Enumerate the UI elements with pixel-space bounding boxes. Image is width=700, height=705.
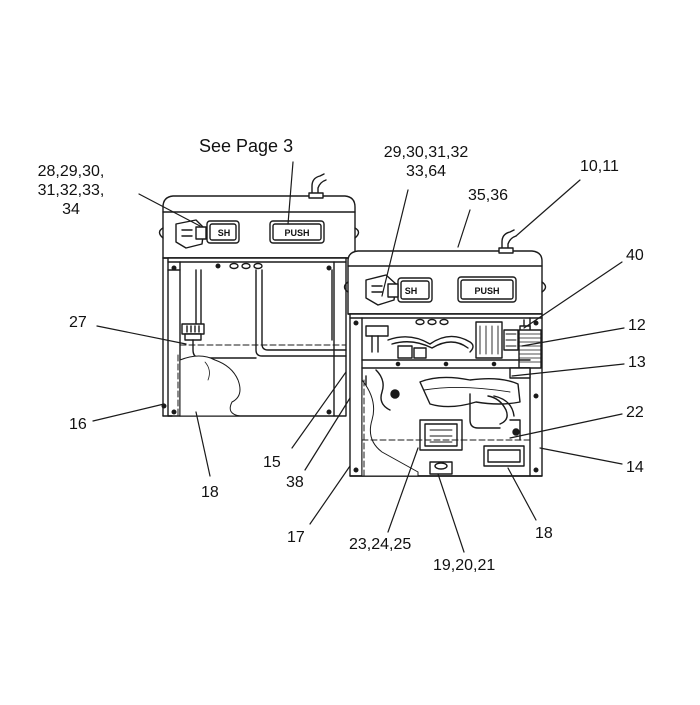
- callout-10: 10,11: [580, 158, 619, 175]
- callout-28-line-1: 28,29,30,: [37, 163, 105, 180]
- right-push-button-label: PUSH: [474, 286, 499, 296]
- callout-40: 40: [626, 247, 644, 264]
- callout-28-line-3: 34: [62, 201, 80, 218]
- callout-14: 14: [626, 459, 644, 476]
- refrigeration-assembly: [419, 376, 525, 475]
- callout-12: 12: [628, 317, 646, 334]
- callout-38: 38: [286, 474, 304, 491]
- svg-text:SH: SH: [218, 228, 231, 238]
- callout-22: 22: [626, 404, 644, 421]
- svg-text:SH: SH: [405, 286, 418, 296]
- left-push-button-label: PUSH: [284, 228, 309, 238]
- callout-16: 16: [69, 416, 87, 433]
- right-upper-compartment: [365, 319, 531, 359]
- leader-lines: [92, 161, 625, 553]
- condenser-fins: [518, 329, 542, 369]
- right-cooler-unit: SH PUSH: [343, 229, 547, 477]
- left-bubbler-icon: [308, 173, 327, 199]
- callout-13: 13: [628, 354, 646, 371]
- callout-23: 23,24,25: [349, 536, 412, 553]
- left-cooler-unit: PUSH SH: [158, 173, 360, 417]
- callout-28-line-2: 31,32,33,: [37, 182, 105, 199]
- callout-18-left: 18: [201, 484, 219, 501]
- callout-29-line-1: 29,30,31,32: [383, 144, 469, 161]
- see-page-label: See Page 3: [199, 136, 294, 156]
- callout-29: 29,30,31,32 33,64: [372, 143, 480, 181]
- callout-17: 17: [287, 529, 305, 546]
- callout-19: 19,20,21: [433, 557, 496, 574]
- callout-28: 28,29,30, 31,32,33, 34: [28, 162, 114, 219]
- right-bubbler-icon: [498, 229, 517, 254]
- callout-35: 35,36: [468, 187, 509, 204]
- callout-29-line-2: 33,64: [405, 163, 447, 180]
- callout-18-right: 18: [535, 525, 553, 542]
- callout-15: 15: [263, 454, 281, 471]
- callout-27: 27: [69, 314, 87, 331]
- left-valve-assembly: [175, 219, 207, 249]
- right-valve-assembly: [365, 274, 399, 306]
